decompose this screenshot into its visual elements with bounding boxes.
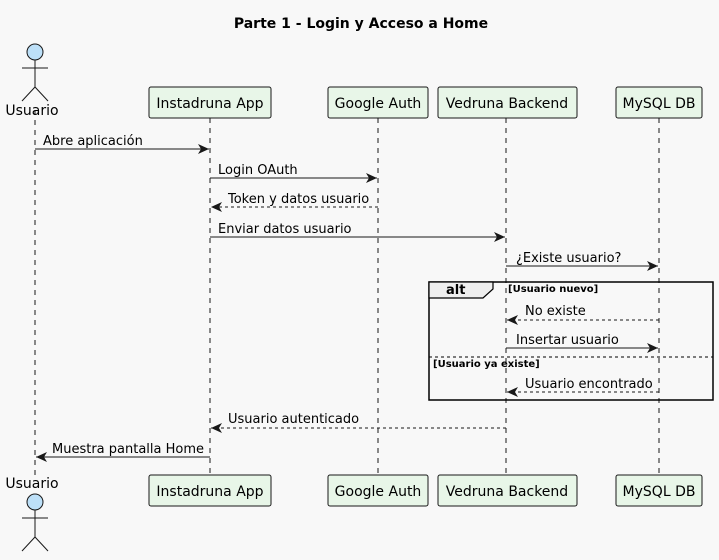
participant-box-vedruna-backend <box>437 474 578 507</box>
alt-fragment: alt [Usuario nuevo] [Usuario ya existe] <box>428 281 714 401</box>
actor-head-icon <box>26 43 44 61</box>
participant-box-google-auth <box>327 86 429 119</box>
alt-tab <box>428 281 494 299</box>
participant-label: MySQL DB <box>623 484 696 500</box>
message-label: Token y datos usuario <box>227 192 369 207</box>
diagram-title: Parte 1 - Login y Acceso a Home <box>234 16 488 32</box>
message-label: No existe <box>525 304 586 319</box>
participants-top: Instadruna App Google Auth Vedruna Backe… <box>148 86 703 119</box>
actor-usuario-top <box>21 43 49 102</box>
participant-label: Instadruna App <box>156 484 263 500</box>
participant-label: Google Auth <box>335 96 422 112</box>
participant-label: Google Auth <box>335 484 422 500</box>
participant-box-mysql-db <box>615 86 703 119</box>
participant-label: Vedruna Backend <box>446 484 568 500</box>
message-label: Usuario encontrado <box>525 377 653 392</box>
message-label: Enviar datos usuario <box>218 222 352 237</box>
lifelines <box>34 110 660 475</box>
alt-frame <box>428 281 714 401</box>
participant-label: Instadruna App <box>156 96 263 112</box>
participant-box-google-auth <box>327 474 429 507</box>
alt-guard-usuario-existe: [Usuario ya existe] <box>433 359 540 370</box>
messages: Abre aplicación Login OAuth Token y dato… <box>35 134 659 462</box>
message-label: Usuario autenticado <box>228 412 359 427</box>
actor-label-bottom: Usuario <box>5 476 58 492</box>
participant-box-instadruna-app <box>148 86 272 119</box>
participant-box-instadruna-app <box>148 474 272 507</box>
message-label: Login OAuth <box>218 163 298 178</box>
alt-guard-usuario-nuevo: [Usuario nuevo] <box>508 284 598 295</box>
actor-label-top: Usuario <box>5 103 58 119</box>
participant-label: MySQL DB <box>623 96 696 112</box>
alt-keyword: alt <box>446 283 465 298</box>
message-label: ¿Existe usuario? <box>516 251 621 266</box>
message-label: Insertar usuario <box>516 333 619 348</box>
message-label: Muestra pantalla Home <box>52 442 204 457</box>
actor-usuario-bottom <box>21 493 49 552</box>
participant-box-mysql-db <box>615 474 703 507</box>
participant-label: Vedruna Backend <box>446 96 568 112</box>
participant-box-vedruna-backend <box>437 86 578 119</box>
participants-bottom: Instadruna App Google Auth Vedruna Backe… <box>148 474 703 507</box>
message-label: Abre aplicación <box>43 134 143 149</box>
actor-head-icon <box>26 493 44 511</box>
